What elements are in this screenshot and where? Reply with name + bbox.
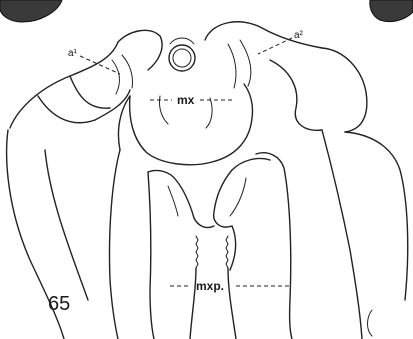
left-maxilliped: [109, 150, 214, 339]
label-a2: a²: [294, 30, 304, 41]
left-antenna: [7, 30, 162, 339]
left-eye: [0, 0, 62, 22]
right-antenna: [205, 22, 408, 339]
figure-number: 65: [48, 293, 70, 315]
right-eye: [370, 0, 413, 22]
right-maxilliped: [214, 153, 292, 339]
leader-lines: [80, 38, 292, 286]
label-mxp: mxp.: [196, 279, 224, 293]
leader-a2: [258, 38, 292, 54]
mouth-ring: [169, 38, 195, 71]
right-hook: [368, 310, 373, 336]
label-a1: a¹: [68, 48, 78, 59]
label-mx: mx: [177, 93, 195, 107]
leader-a1: [80, 56, 120, 74]
